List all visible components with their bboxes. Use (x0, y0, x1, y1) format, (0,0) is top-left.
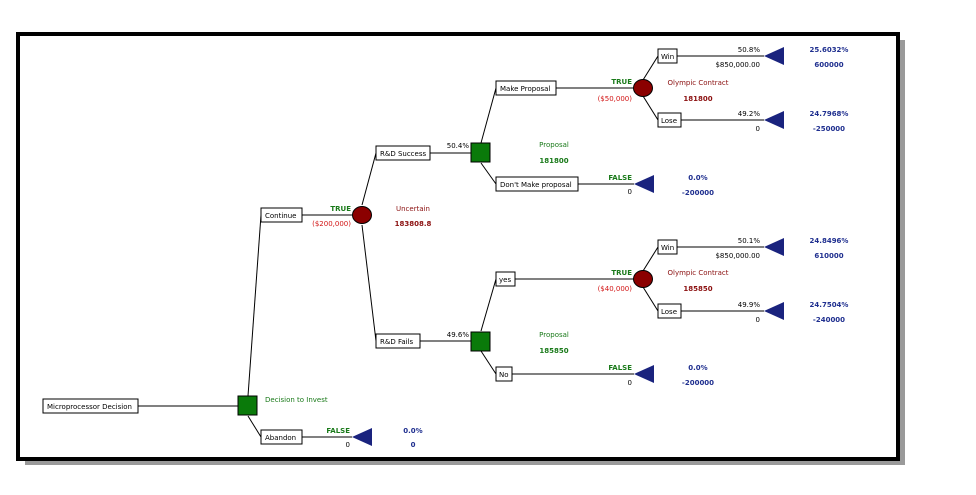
terminal-node-abandon[interactable] (352, 428, 372, 446)
branch-lose-1[interactable]: Lose (657, 112, 682, 128)
branch-win-2[interactable]: Win (657, 239, 678, 255)
chance-node-olympic-1[interactable] (633, 79, 653, 97)
yes-label: yes (499, 276, 511, 284)
no-flag: FALSE (608, 364, 632, 372)
win1-payoff: 600000 (814, 61, 843, 69)
branch-abandon[interactable]: Abandon (260, 429, 303, 445)
no-payoff: -200000 (682, 379, 714, 387)
decision-1-name: Decision to Invest (265, 396, 328, 404)
abandon-label: Abandon (265, 434, 296, 442)
chance-2-value: 181800 (683, 95, 712, 103)
tree-lines (138, 55, 764, 438)
lose1-payoff: -250000 (813, 125, 845, 133)
abandon-flag: FALSE (326, 427, 350, 435)
lose1-joint-prob: 24.7968% (810, 110, 849, 118)
dont-make-payoff: -200000 (682, 189, 714, 197)
terminal-node-dont-make[interactable] (634, 175, 654, 193)
chance-3-value: 185850 (683, 285, 712, 293)
rd-fails-prob: 49.6% (447, 331, 470, 339)
lose1-prob: 49.2% (738, 110, 761, 118)
no-prob: 0.0% (688, 364, 707, 372)
lose2-payoff: -240000 (813, 316, 845, 324)
dont-make-value: 0 (628, 188, 632, 196)
decision-3-value: 185850 (539, 347, 568, 355)
yes-flag: TRUE (611, 269, 632, 277)
abandon-prob: 0.0% (403, 427, 422, 435)
terminal-node-win-2[interactable] (764, 238, 784, 256)
branch-continue[interactable]: Continue (260, 207, 303, 223)
chance-2-name: Olympic Contract (668, 79, 729, 87)
make-proposal-flag: TRUE (611, 78, 632, 86)
dont-make-flag: FALSE (608, 174, 632, 182)
decision-node-proposal-1[interactable] (470, 142, 491, 163)
rd-success-prob: 50.4% (447, 142, 470, 150)
branch-no[interactable]: No (495, 366, 513, 382)
lose2-prob: 49.9% (738, 301, 761, 309)
decision-node-proposal-2[interactable] (470, 331, 491, 352)
chance-1-name: Uncertain (396, 205, 430, 213)
terminal-node-lose-1[interactable] (764, 111, 784, 129)
win1-value: $850,000.00 (715, 61, 760, 69)
lose2-joint-prob: 24.7504% (810, 301, 849, 309)
make-proposal-label: Make Proposal (500, 85, 550, 93)
win2-joint-prob: 24.8496% (810, 237, 849, 245)
chance-node-olympic-2[interactable] (633, 270, 653, 288)
root-node[interactable]: Microprocessor Decision (42, 398, 139, 414)
terminal-node-win-1[interactable] (764, 47, 784, 65)
continue-cost: ($200,000) (312, 220, 351, 228)
decision-2-name: Proposal (539, 141, 569, 149)
branch-make-proposal[interactable]: Make Proposal (495, 80, 557, 96)
win2-label: Win (661, 244, 674, 252)
chance-node-uncertain[interactable] (352, 206, 372, 224)
rd-success-label: R&D Success (380, 150, 426, 158)
lose1-value: 0 (756, 125, 760, 133)
chance-1-value: 183808.8 (395, 220, 432, 228)
win2-value: $850,000.00 (715, 252, 760, 260)
no-value: 0 (628, 379, 632, 387)
branch-yes[interactable]: yes (495, 271, 516, 287)
continue-label: Continue (265, 212, 296, 220)
win1-joint-prob: 25.6032% (810, 46, 849, 54)
chance-3-name: Olympic Contract (668, 269, 729, 277)
branch-rd-success[interactable]: R&D Success (375, 145, 431, 161)
decision-node-invest[interactable] (237, 395, 258, 416)
terminal-node-lose-2[interactable] (764, 302, 784, 320)
branch-win-1[interactable]: Win (657, 48, 678, 64)
win2-payoff: 610000 (814, 252, 843, 260)
branch-rd-fails[interactable]: R&D Fails (375, 333, 421, 349)
branch-lose-2[interactable]: Lose (657, 303, 682, 319)
rd-fails-label: R&D Fails (380, 338, 414, 346)
abandon-payoff: 0 (411, 441, 416, 449)
win2-prob: 50.1% (738, 237, 761, 245)
win1-prob: 50.8% (738, 46, 761, 54)
root-label: Microprocessor Decision (47, 403, 132, 411)
decision-2-value: 181800 (539, 157, 568, 165)
abandon-value: 0 (346, 441, 350, 449)
no-label: No (499, 371, 509, 379)
branch-dont-make-proposal[interactable]: Don't Make proposal (495, 176, 579, 192)
win1-label: Win (661, 53, 674, 61)
lose1-label: Lose (661, 117, 677, 125)
lose2-value: 0 (756, 316, 760, 324)
dont-make-prob: 0.0% (688, 174, 707, 182)
terminal-node-no[interactable] (634, 365, 654, 383)
yes-cost: ($40,000) (598, 285, 633, 293)
dont-make-label: Don't Make proposal (500, 181, 572, 189)
decision-3-name: Proposal (539, 331, 569, 339)
continue-flag: TRUE (330, 205, 351, 213)
make-proposal-cost: ($50,000) (598, 95, 633, 103)
lose2-label: Lose (661, 308, 677, 316)
